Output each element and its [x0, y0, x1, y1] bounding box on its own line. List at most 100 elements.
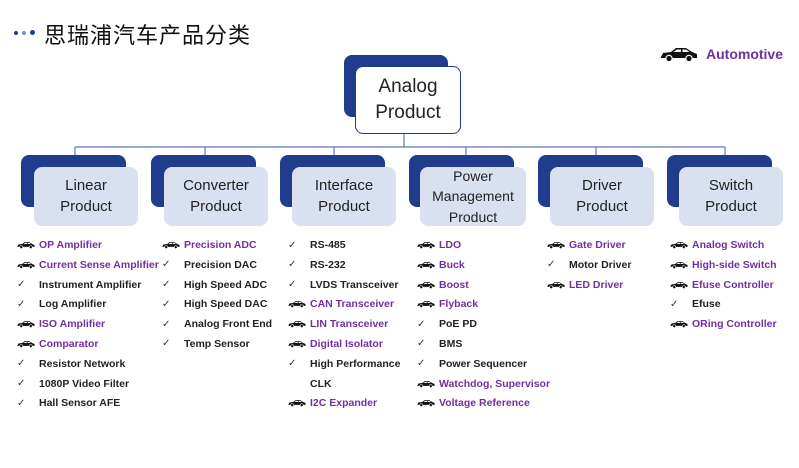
list-item-label: OP Amplifier: [39, 239, 103, 251]
category-title: Linear: [65, 177, 107, 195]
check-icon: ✓: [162, 259, 171, 271]
list-item-label: Efuse Controller: [692, 278, 774, 291]
list-item-label: 1080P Video Filter: [39, 377, 130, 390]
list-item-label: Digital Isolator: [310, 337, 383, 350]
list-item: Digital Isolator: [288, 337, 400, 357]
list-item: ✓ LVDS Transceiver: [288, 278, 400, 298]
list-item-label: Comparator: [39, 337, 99, 350]
car-icon: [670, 317, 692, 331]
list-item: ✓RS-485: [288, 238, 400, 258]
car-icon: [670, 278, 692, 292]
car-icon: [288, 337, 310, 351]
check-icon: ✓: [417, 358, 426, 370]
car-icon: [417, 396, 439, 410]
car-icon: [162, 238, 184, 252]
list-item: ✓Analog Front End: [162, 317, 272, 337]
dot-2: [22, 30, 26, 35]
car-icon: [288, 341, 306, 348]
car-icon: [417, 238, 439, 252]
list-item: Buck: [417, 258, 550, 278]
car-icon: [17, 242, 35, 249]
car-icon: [670, 238, 692, 252]
list-item: I2C Expander: [288, 396, 400, 416]
car-icon: [288, 297, 310, 311]
list-item: ORing Controller: [670, 317, 777, 337]
check-icon: ✓: [17, 279, 26, 291]
check-icon: ✓: [670, 298, 679, 310]
list-item: ISO Amplifier: [17, 317, 159, 337]
root-line-1: Analog: [378, 76, 438, 98]
car-icon: [417, 400, 435, 408]
car-icon: [288, 396, 310, 410]
list-item-label: RS-232: [310, 258, 346, 271]
root-line-2: Product: [375, 102, 441, 123]
car-icon: [417, 258, 439, 272]
dot-1: [14, 30, 18, 35]
list-item-label: Gate Driver: [569, 239, 626, 251]
list-item: Comparator: [17, 337, 159, 357]
list-item-label: CAN Transceiver: [310, 298, 395, 311]
car-icon: [17, 238, 39, 252]
check-icon: ✓: [417, 318, 426, 330]
category-title: Product: [318, 197, 370, 215]
list-item: Efuse Controller: [670, 278, 777, 298]
list-item-label: Power Sequencer: [439, 357, 528, 370]
category-title: Switch: [708, 177, 754, 195]
car-icon: [288, 301, 306, 309]
list-item-label: Flyback: [439, 298, 479, 311]
car-icon: [288, 317, 310, 331]
car-icon: [17, 341, 35, 348]
list-item-label: RS-485: [310, 239, 346, 251]
list-item-label: Precision ADC: [184, 239, 257, 251]
check-icon: ✓: [162, 279, 171, 291]
check-icon: ✓: [417, 338, 426, 350]
list-item: Flyback: [417, 297, 550, 317]
list-item: ✓Instrument Amplifier: [17, 278, 159, 298]
category-title: Power: [453, 168, 493, 185]
list-item-label: Current Sense Amplifier: [39, 258, 159, 271]
item-marker-empty: [288, 377, 310, 391]
list-item: ✓Precision DAC: [162, 258, 272, 278]
category-title: Product: [705, 197, 757, 215]
car-icon: [547, 281, 565, 289]
list-item: LIN Transceiver: [288, 317, 400, 337]
check-icon: ✓: [162, 318, 171, 330]
list-item-label: LIN Transceiver: [310, 318, 389, 331]
car-icon: [17, 261, 35, 269]
check-icon: ✓: [288, 259, 297, 271]
list-item: Gate Driver: [547, 238, 631, 258]
list-item-label: Hall Sensor AFE: [39, 397, 121, 410]
list-item-label: BMS: [439, 337, 463, 350]
list-item: ✓ PoE PD: [417, 317, 550, 337]
car-icon: [547, 242, 565, 249]
car-icon: [670, 281, 688, 289]
car-icon: [417, 301, 435, 309]
list-item: LDO: [417, 238, 550, 258]
list-item-label: PoE PD: [439, 318, 477, 331]
list-item: High-side Switch: [670, 258, 777, 278]
category-title: Driver: [582, 177, 622, 195]
list-item: ✓1080P Video Filter: [17, 377, 159, 397]
list-item-label: LVDS Transceiver: [310, 278, 399, 291]
list-item: Voltage Reference: [417, 396, 550, 416]
list-item-label: LDO: [439, 239, 462, 251]
car-icon: [670, 321, 688, 329]
car-icon: [417, 297, 439, 311]
category-title: Product: [576, 197, 628, 215]
check-icon: ✓: [162, 338, 171, 350]
check-icon: ✓: [288, 279, 297, 291]
list-item: Precision ADC: [162, 238, 272, 258]
list-item-label: High Performance: [310, 357, 401, 370]
check-icon: ✓: [162, 298, 171, 310]
list-item: ✓ BMS: [417, 337, 550, 357]
car-icon: [417, 278, 439, 292]
car-icon: [17, 337, 39, 351]
list-item-label: I2C Expander: [310, 397, 378, 410]
list-item: ✓Motor Driver: [547, 258, 631, 278]
list-item: ✓ RS-232: [288, 258, 400, 278]
list-item-label: CLK: [310, 377, 332, 390]
list-item: Analog Switch: [670, 238, 777, 258]
